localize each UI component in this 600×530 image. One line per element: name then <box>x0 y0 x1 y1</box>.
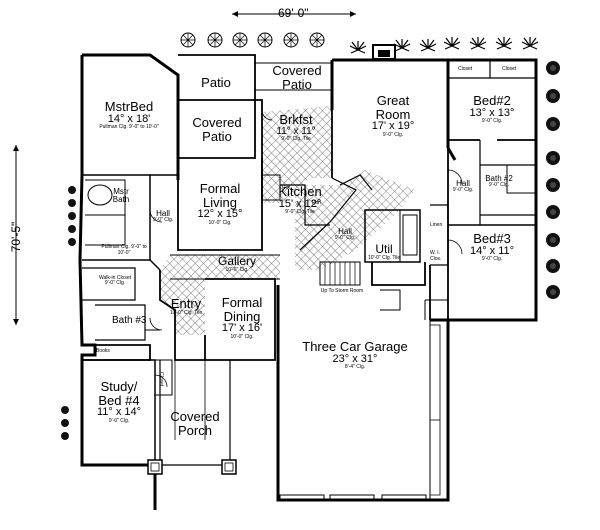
room-kitchen: Kitchen 15' x 12° 9'-0" Clg. Tile <box>278 184 322 216</box>
pan-label: Pan <box>312 200 321 206</box>
storm-room-label: Up To Storm Room <box>320 288 364 294</box>
door-swings <box>149 109 463 388</box>
fireplace <box>372 44 396 60</box>
room-great-room: Great Room 17' x 19° 9'-0" Clg. <box>371 93 415 138</box>
room-study-bed4: Study/ Bed #4 11° x 14° 9'-0" Clg. <box>96 379 142 424</box>
tile-floor <box>160 106 415 335</box>
wi-clos-label: W. I. Clos. <box>430 250 442 262</box>
room-patio: Patio <box>201 75 231 90</box>
room-garage: Three Car Garage 23° x 31° 8'-4" Clg. <box>302 339 408 371</box>
closet-label-a: Closet <box>458 66 473 72</box>
books-label: Books <box>96 348 110 354</box>
room-formal-living: Formal Living 12° x 15° 10'-0" Clg. <box>197 181 243 226</box>
depth-dimension: 70'-5" <box>9 221 23 253</box>
room-covered-patio-top: Covered Patio <box>272 63 322 92</box>
width-dimension: 69'-0" <box>278 6 309 20</box>
room-formal-dining: Formal Dining 17' x 16' 10'-0" Clg. <box>221 295 263 340</box>
room-bed2: Bed#2 13° x 13° 9'-0" Clg. <box>469 93 515 125</box>
room-bed3: Bed#3 14° x 11° 9'-0" Clg. <box>469 231 515 263</box>
garage-doors <box>279 324 441 502</box>
room-util: Util 10'-0" Clg. Tile <box>368 242 401 261</box>
room-hall-left: Hall 9'-0" Clg. <box>152 209 174 224</box>
landscape-left <box>61 186 76 440</box>
linen-label: Linen <box>430 222 443 228</box>
depth-dimension-line <box>13 145 19 325</box>
ref-label: Ref. <box>282 185 292 191</box>
room-covered-patio-left: Covered Patio <box>192 115 242 144</box>
room-bath3: Bath #3 <box>112 315 147 326</box>
room-mstr-bath: Mstr Bath <box>112 187 130 205</box>
room-walkin-closet: Walk-in Closet 9'-0" Clg. <box>98 275 132 287</box>
room-mstrbed: MstrBed 14° x 18' Pullman Clg. 9'-0" to … <box>99 99 159 131</box>
room-entry: Entry 10'-0" Clg. Tile <box>169 296 203 316</box>
landscape-right <box>546 61 560 299</box>
room-gallery: Gallery 10'-0" Clg. <box>217 254 256 273</box>
room-bath2: Bath #2 9'-0" Clg. <box>485 174 513 189</box>
porch-columns <box>147 459 237 475</box>
room-brkfst: Brkfst 11° x 11° 9'-0" Clg. Tile <box>276 112 316 143</box>
room-hall-right: Hall 9'-0" Clg. <box>452 179 474 194</box>
closet-label-b: Closet <box>502 66 517 72</box>
width-dimension-line <box>232 11 356 17</box>
pullman-label: Pullman Clg. 9'-0" to 10'-0" <box>101 244 147 256</box>
landscape-top <box>180 32 539 54</box>
room-covered-porch: Covered Porch <box>170 409 220 438</box>
closet-study-label: Closet <box>158 372 164 387</box>
interior-walls <box>82 54 537 500</box>
room-hall-mid: Hall 9'-0" Clg. <box>334 227 356 242</box>
